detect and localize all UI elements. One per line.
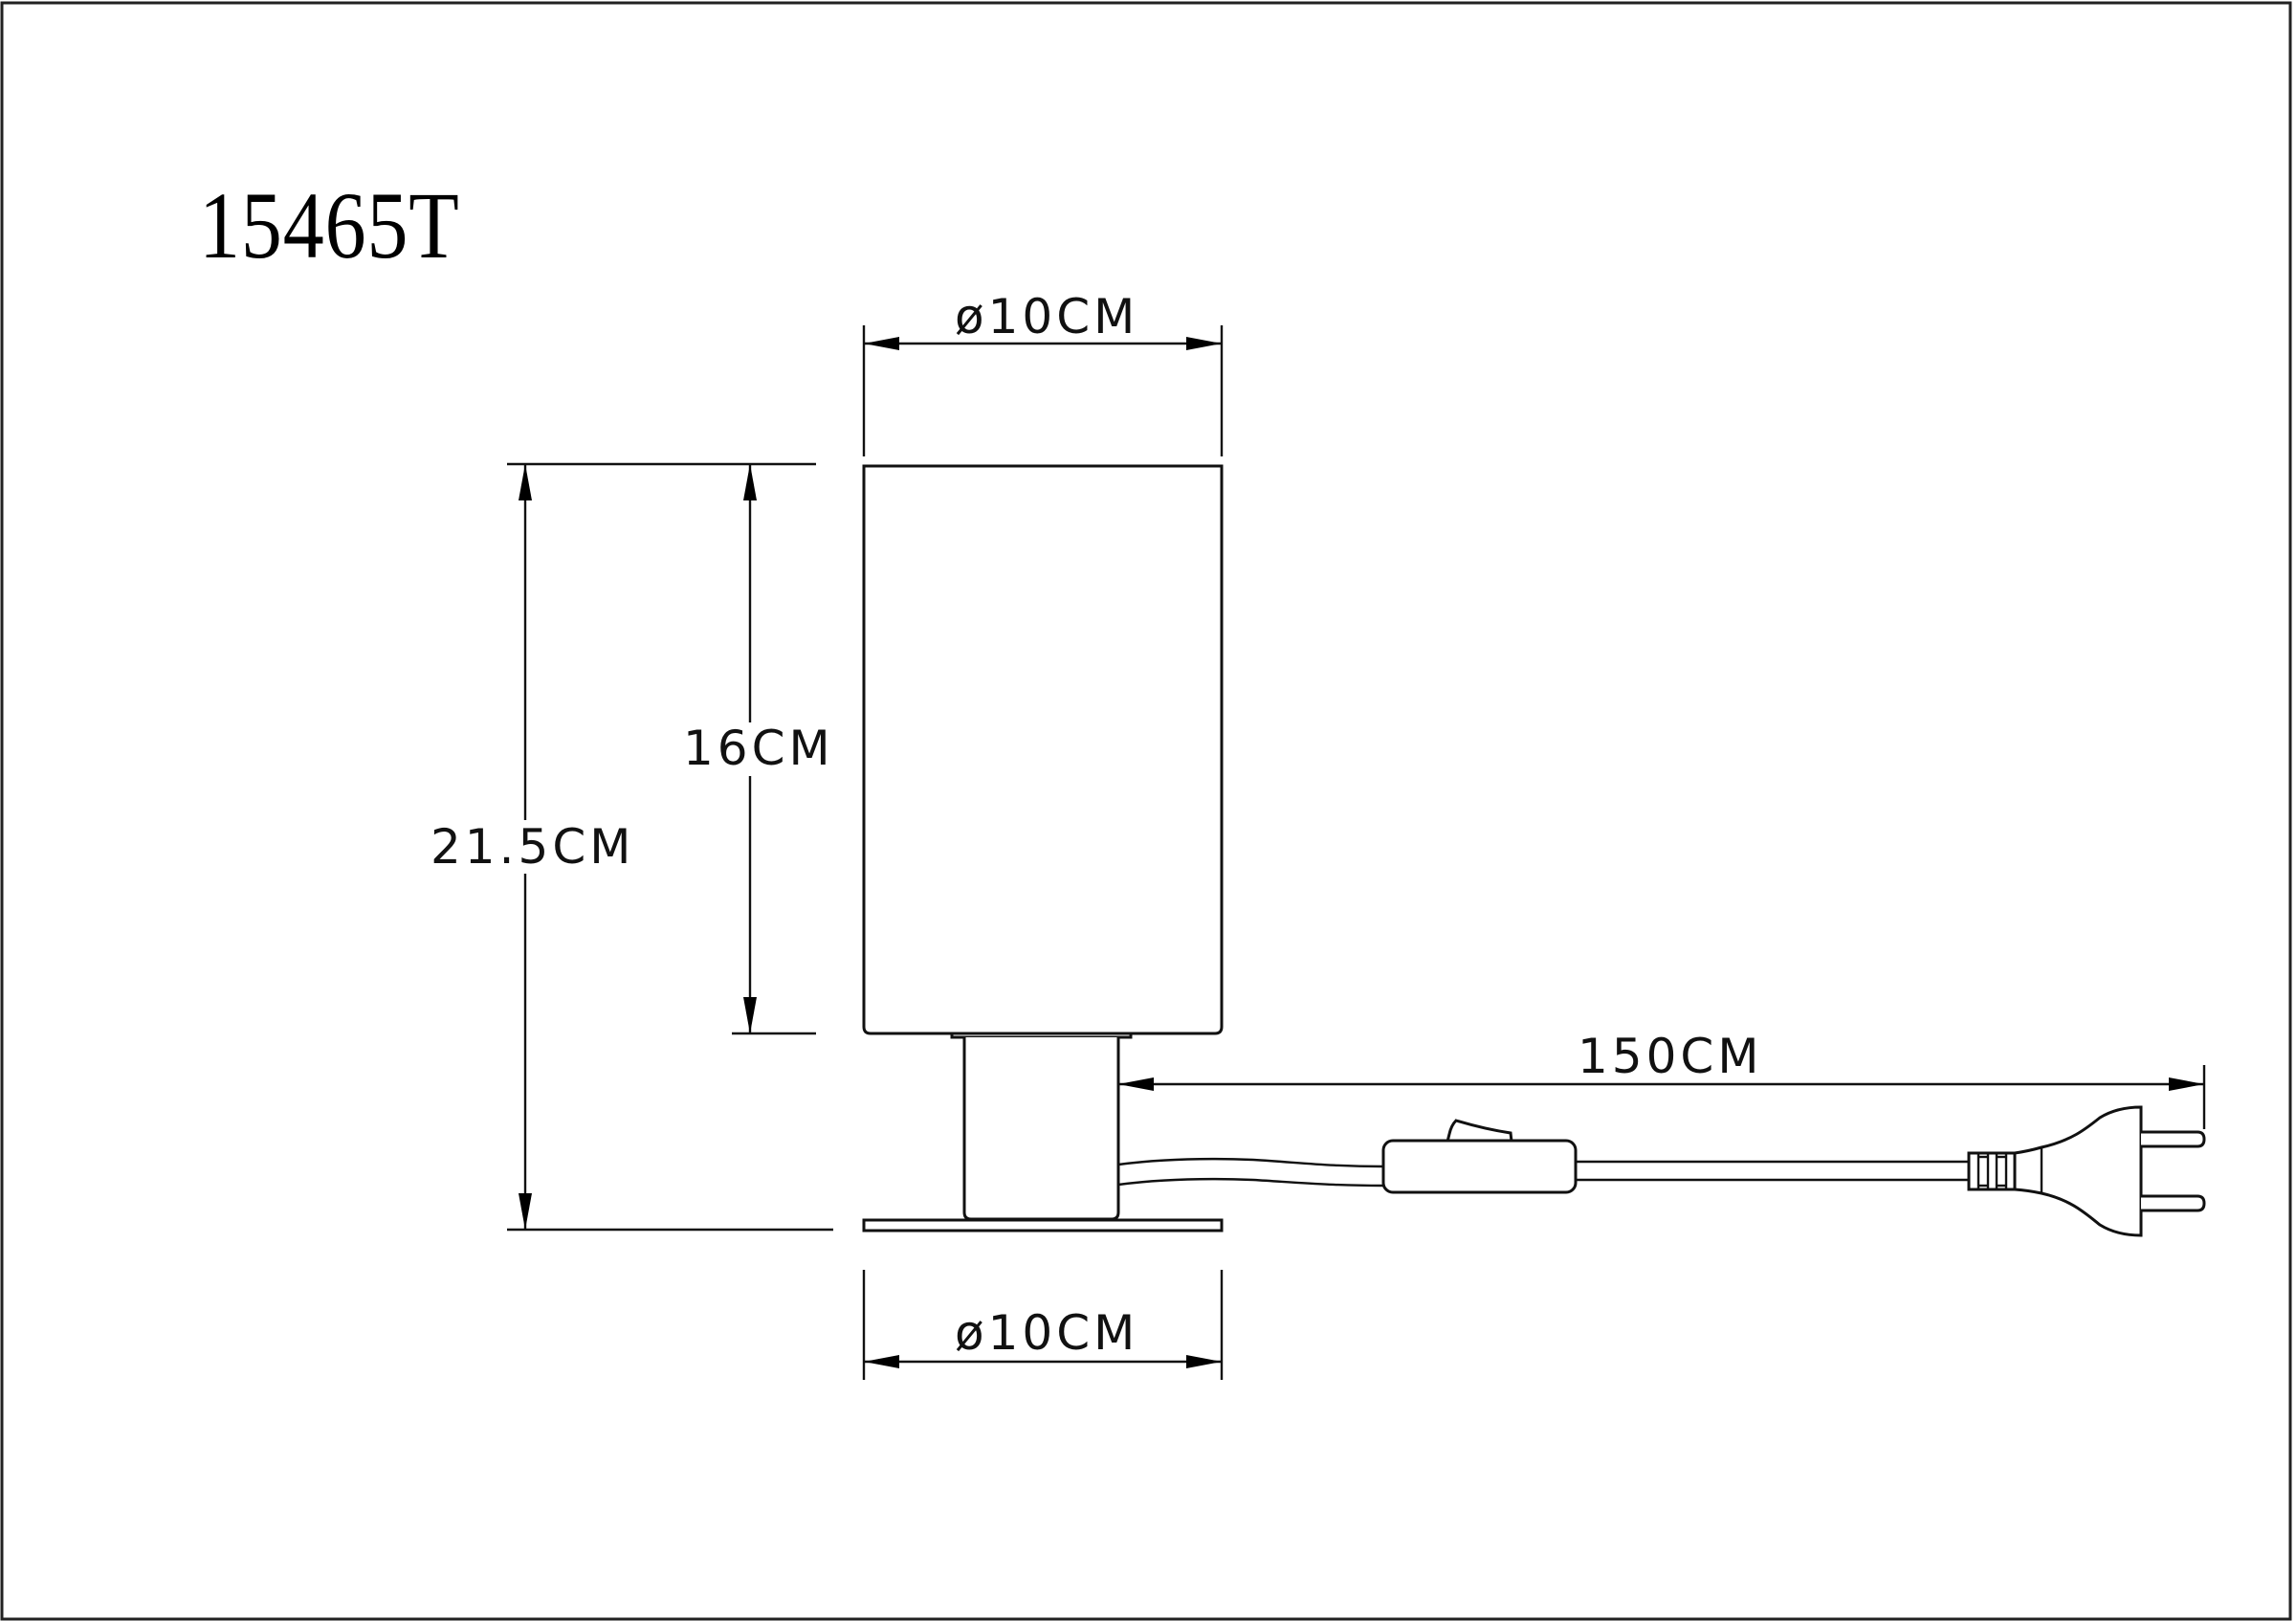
inline-rocker-switch (1381, 1119, 1578, 1194)
dimension-shade-diameter (862, 325, 1224, 456)
label-cord-length: 150CM (1578, 1029, 1763, 1084)
dimension-cord-length (1118, 1065, 2206, 1129)
label-base-diameter: ø10CM (955, 1305, 1139, 1361)
dimension-base-diameter (862, 1270, 1224, 1380)
shade-collar (950, 1032, 1133, 1039)
two-pin-plug (1967, 1105, 2206, 1237)
base-plate (862, 1218, 1224, 1232)
dimension-shade-height (732, 462, 816, 1035)
label-total-height: 21.5CM (430, 819, 635, 875)
model-number-title: 15465T (199, 172, 460, 278)
label-shade-height: 16CM (683, 721, 834, 776)
label-shade-diameter: ø10CM (955, 289, 1139, 344)
power-cord (1117, 1157, 1384, 1188)
power-cord-to-plug (1576, 1160, 1969, 1182)
dimension-total-height (507, 462, 833, 1232)
lamp-stem (962, 1037, 1120, 1221)
lamp-shade (862, 464, 1224, 1035)
